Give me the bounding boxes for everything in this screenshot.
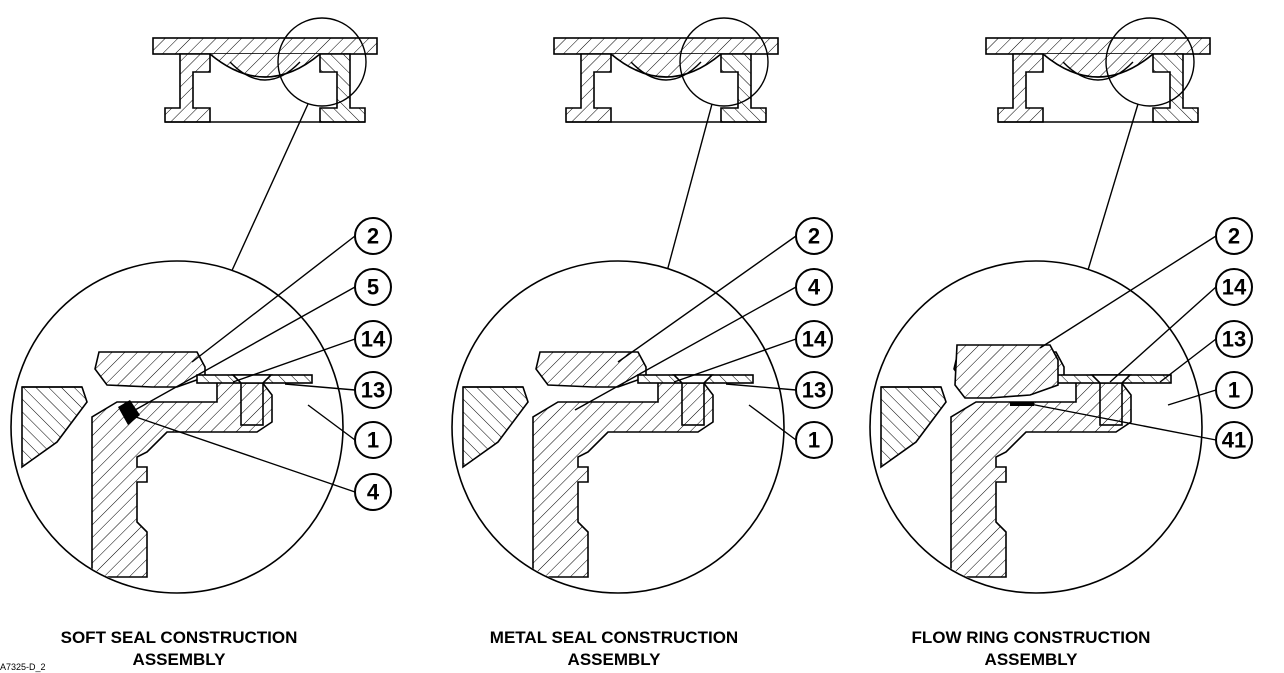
callout-circle-14 — [1215, 268, 1253, 306]
callout-label: 1 — [367, 428, 379, 453]
detail-marker-circle — [277, 17, 367, 107]
detail-marker-circle — [1105, 17, 1195, 107]
callout-circle-2 — [354, 217, 392, 255]
callout-label: 41 — [1222, 428, 1246, 453]
callout-circle-1 — [795, 421, 833, 459]
callout-circle-13 — [1215, 320, 1253, 358]
leader-line — [1081, 103, 1139, 291]
callout-label: 4 — [367, 480, 380, 505]
callout-label: 13 — [1222, 327, 1246, 352]
callout-circle-14 — [795, 320, 833, 358]
callout-label: 14 — [802, 327, 827, 352]
flow-ring — [954, 344, 1059, 399]
metal-seal-assembly: 2 4 14 13 1 METAL SEAL CONSTRUCTION ASSE… — [451, 17, 833, 669]
soft-seal-insert — [118, 400, 140, 425]
callout-circle-14 — [354, 320, 392, 358]
callout-label: 4 — [808, 275, 821, 300]
callout-label: 2 — [367, 224, 379, 249]
callout-circle-13 — [795, 371, 833, 409]
detail-marker-circle — [679, 17, 769, 107]
caption-line-1: METAL SEAL CONSTRUCTION — [490, 628, 738, 647]
callout-circle-1 — [354, 421, 392, 459]
caption-line-1: SOFT SEAL CONSTRUCTION — [61, 628, 298, 647]
callout-circle-2 — [1215, 217, 1253, 255]
callout-label: 1 — [1228, 378, 1240, 403]
caption-line-2: ASSEMBLY — [133, 650, 227, 669]
soft-seal-assembly: 2 5 14 13 1 4 SOFT SEAL CONSTRUCTION ASS… — [10, 17, 392, 669]
callout-circle-2 — [795, 217, 833, 255]
callout-circle-13 — [354, 371, 392, 409]
callout-label: 13 — [361, 378, 385, 403]
callout-circle-41 — [1215, 421, 1253, 459]
leader-line — [661, 103, 713, 291]
metal-seal-top-view — [553, 37, 779, 123]
callout-label: 5 — [367, 275, 379, 300]
gasket-41 — [1010, 402, 1034, 406]
callout-label: 2 — [808, 224, 820, 249]
caption-line-2: ASSEMBLY — [568, 650, 662, 669]
figure-id: A7325-D_2 — [0, 662, 46, 672]
callout-label: 13 — [802, 378, 826, 403]
callout-circle-1 — [1215, 371, 1253, 409]
caption-line-1: FLOW RING CONSTRUCTION — [912, 628, 1151, 647]
callout-label: 1 — [808, 428, 820, 453]
flow-ring-assembly: 2 14 13 1 41 FLOW RING CONSTRUCTION ASSE… — [869, 17, 1253, 669]
leader-line — [223, 103, 309, 289]
callout-label: 14 — [1222, 275, 1247, 300]
callout-circle-4 — [795, 268, 833, 306]
callout-label: 2 — [1228, 224, 1240, 249]
callout-label: 14 — [361, 327, 386, 352]
caption-line-2: ASSEMBLY — [985, 650, 1079, 669]
callout-circle-4 — [354, 473, 392, 511]
callout-circle-5 — [354, 268, 392, 306]
soft-seal-top-view — [152, 37, 378, 123]
flow-ring-top-view — [985, 37, 1211, 123]
